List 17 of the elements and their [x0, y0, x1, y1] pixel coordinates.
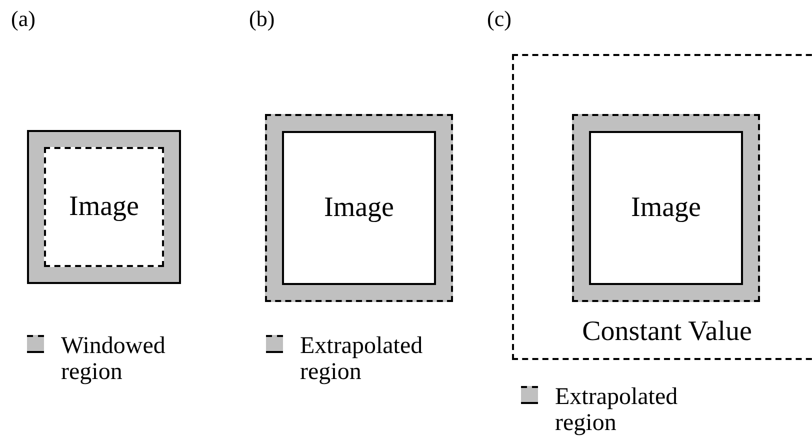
- region-box: [589, 131, 743, 285]
- legend-text: Extrapolated region: [555, 384, 679, 436]
- region-label: Image: [69, 191, 139, 223]
- region-box: [44, 147, 164, 267]
- panel-label: (a): [11, 6, 36, 32]
- region-box: [265, 114, 453, 302]
- panel-label: (c): [487, 6, 512, 32]
- region-box: [282, 131, 436, 285]
- panel-label: (b): [249, 6, 275, 32]
- region-label: Image: [631, 192, 701, 224]
- region-box: [27, 130, 181, 284]
- region-box: [572, 114, 760, 302]
- region-label: Image: [324, 192, 394, 224]
- legend-text: Windowed region: [61, 333, 166, 385]
- region-box: [512, 54, 812, 360]
- legend-text: Extrapolated region: [300, 333, 424, 385]
- region-label: Constant Value: [582, 316, 752, 348]
